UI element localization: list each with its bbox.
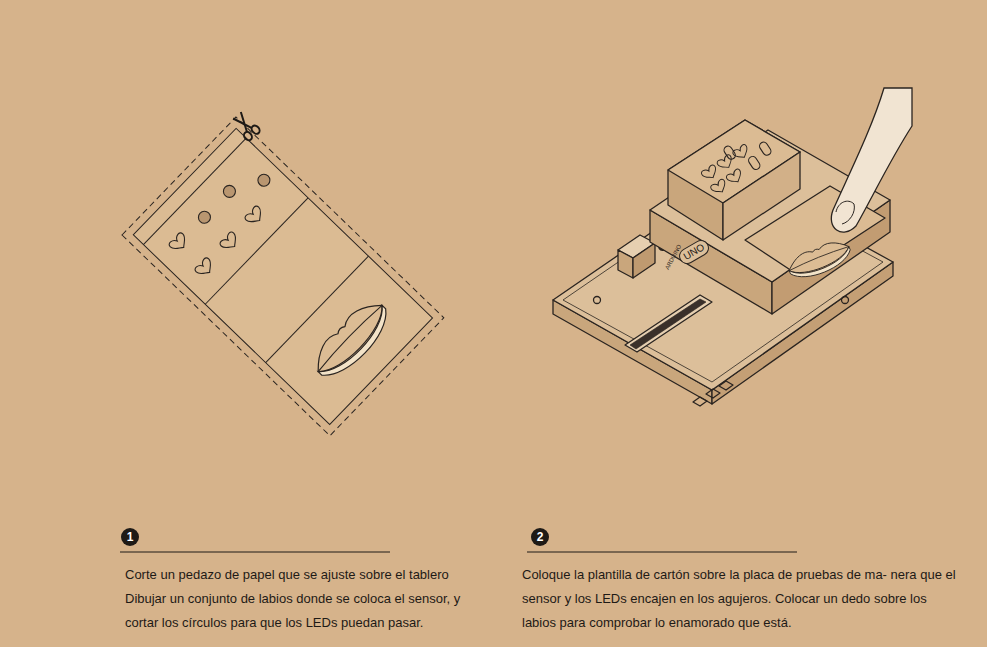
finger — [831, 88, 912, 232]
usb-side — [618, 250, 633, 278]
fingernail — [836, 201, 854, 224]
button — [693, 397, 707, 406]
fold-line — [205, 198, 308, 304]
mount-hole — [594, 297, 601, 304]
scissors-handle — [250, 124, 261, 135]
finger-outline — [831, 88, 912, 232]
step-text: Corte un pedazo de papel que se ajuste s… — [125, 563, 485, 635]
scissors-blade — [233, 112, 253, 133]
fold-line — [143, 138, 246, 244]
usb-side — [633, 243, 655, 278]
step-number: 1 — [121, 528, 139, 546]
heart — [194, 257, 216, 279]
lips — [785, 236, 854, 284]
heart — [219, 231, 241, 253]
cut-line — [122, 117, 444, 436]
paper-template — [122, 117, 444, 436]
button — [706, 389, 720, 398]
led-hole — [196, 209, 213, 226]
header — [625, 295, 712, 352]
led-hole — [221, 183, 238, 200]
node-text: 2 — [537, 531, 544, 543]
node-text: 1 — [127, 531, 134, 543]
step-number: 2 — [531, 528, 549, 546]
arduino-board — [553, 120, 893, 406]
led-hole — [255, 172, 272, 189]
lips — [307, 295, 397, 386]
template-stand — [668, 120, 800, 240]
mount-hole — [842, 297, 849, 304]
header-slot — [630, 299, 706, 349]
button — [719, 381, 733, 390]
heart — [168, 232, 190, 254]
scissors — [230, 110, 261, 142]
paper — [133, 128, 432, 424]
heart — [244, 205, 266, 227]
template-holes — [696, 127, 775, 196]
step-text: Coloque la plantilla de cartón sobre la … — [522, 563, 962, 635]
rule — [120, 552, 390, 553]
rule — [527, 552, 797, 553]
template-front — [723, 152, 800, 240]
